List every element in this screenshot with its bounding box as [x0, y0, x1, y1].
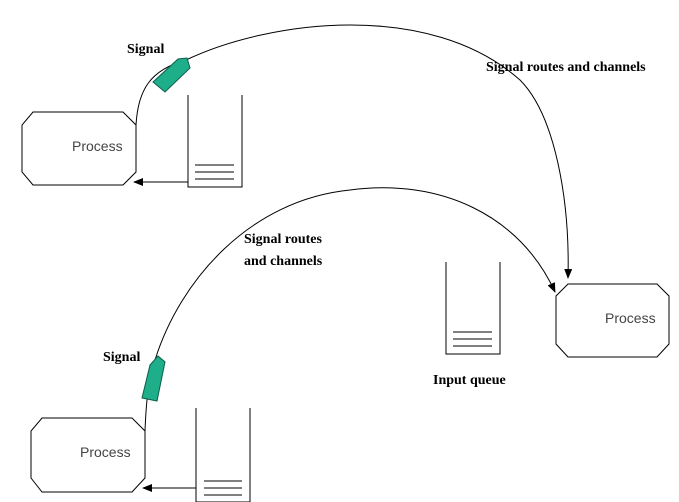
signal-route-bottom: [144, 187, 556, 432]
signal-token-top: [152, 57, 191, 93]
process-label-bottom-left: Process: [80, 444, 131, 460]
signal-token-bottom: [141, 355, 166, 402]
signal-label-bottom: Signal: [103, 350, 140, 365]
input-queue-top-left: [187, 95, 243, 188]
input-queue-right: [445, 262, 501, 355]
process-box-right: [555, 283, 670, 358]
input-queue-bottom-left: [195, 408, 251, 502]
route-label-bottom-line1: Signal routes: [244, 232, 322, 247]
route-label-top: Signal routes and channels: [486, 60, 646, 75]
route-label-bottom-line2: and channels: [244, 254, 323, 269]
process-label-right: Process: [605, 310, 656, 326]
signal-label-top: Signal: [127, 42, 164, 57]
signal-route-top: [135, 24, 573, 279]
process-box-bottom-left: [30, 417, 146, 493]
input-queue-label: Input queue: [433, 373, 506, 388]
process-box-top-left: [21, 111, 137, 186]
process-label-top-left: Process: [72, 138, 123, 154]
